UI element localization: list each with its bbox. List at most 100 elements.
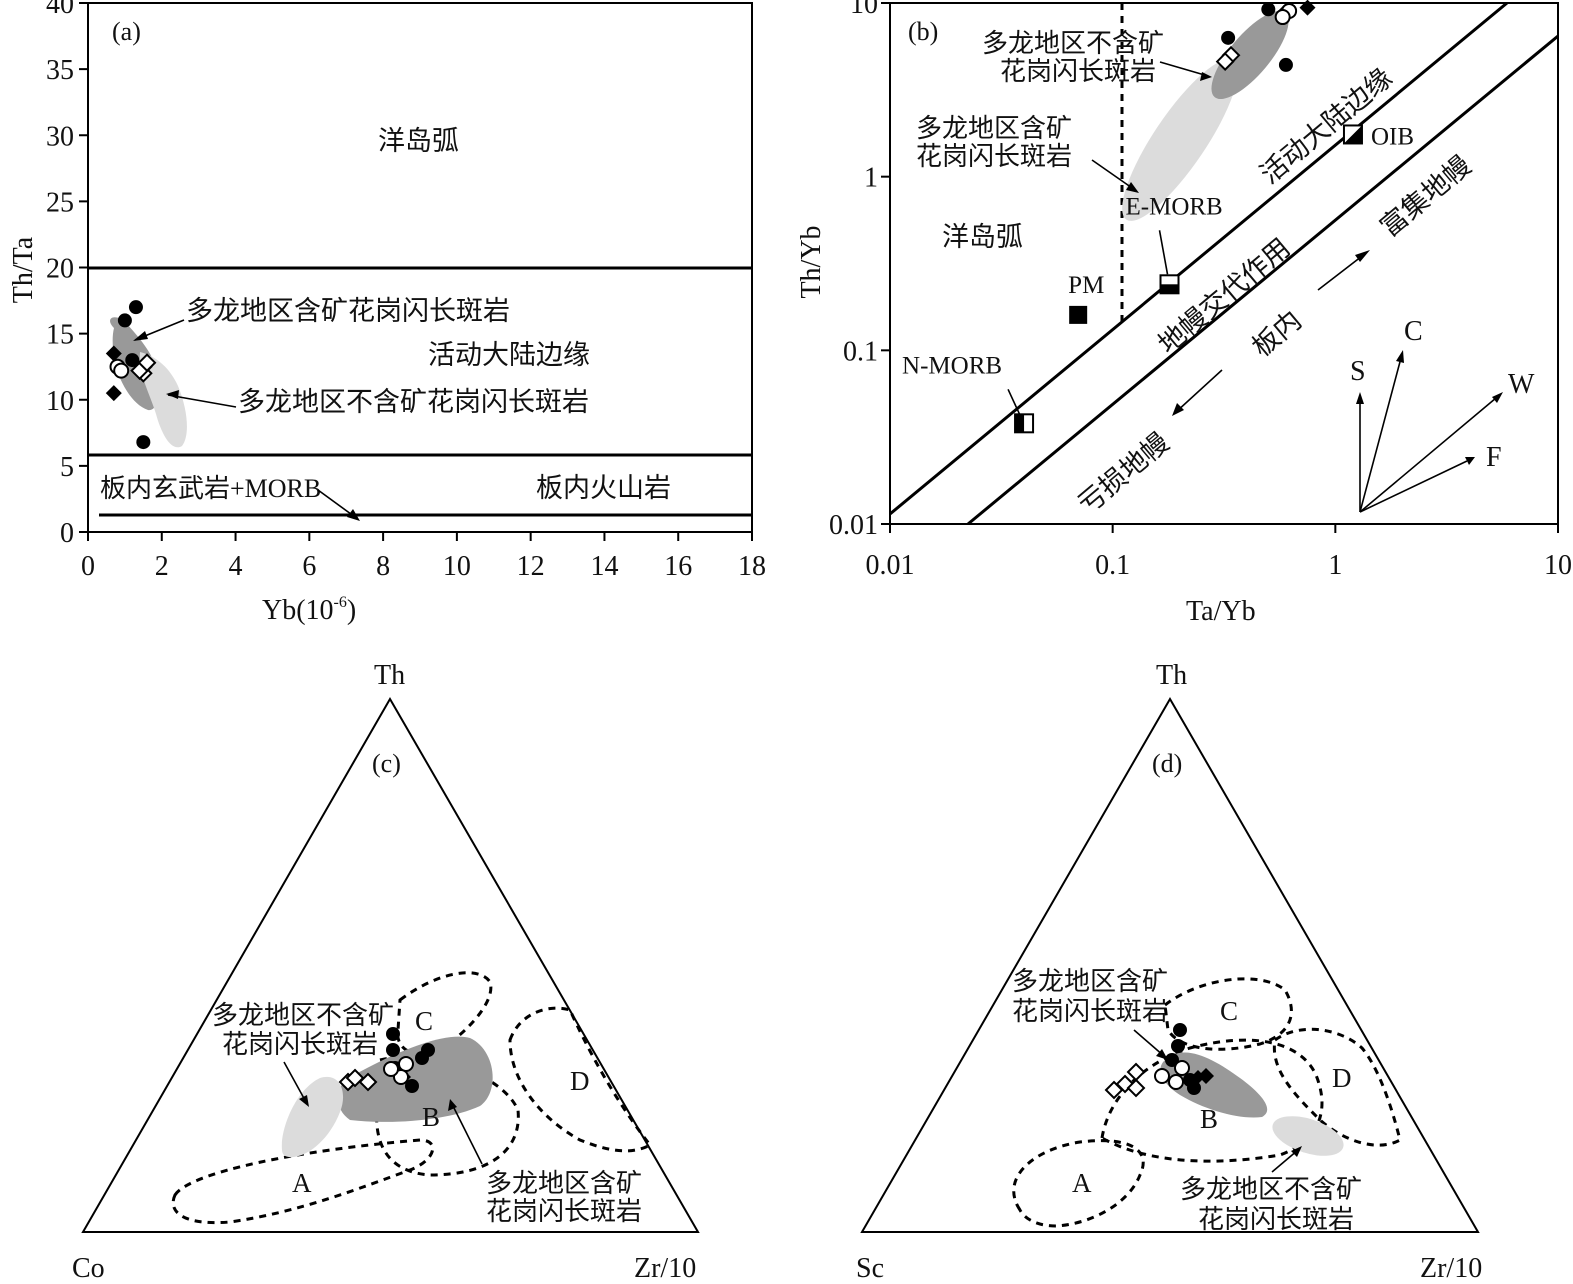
c-filled-circle [386,1043,400,1057]
arrow-line-barren-a [167,394,237,408]
barren-field-d [1272,1116,1344,1156]
d-open-circle [1174,1060,1190,1076]
ref-point-fill [1343,125,1362,144]
ref-label-e-morb: E-MORB [1126,193,1223,220]
mineralized-field-c [338,1036,493,1122]
field-b-outline-d [1100,1038,1324,1163]
data-point-filled-circle [1278,57,1293,72]
y-tick-label-b: 10 [850,0,878,20]
y-tick-label-a: 20 [46,254,74,285]
d-open-diamond [1126,1062,1146,1082]
vector-label-w: W [1508,369,1535,400]
arrow-line-morb-a [317,489,356,518]
annotation-barren-c-line2: 花岗闪长斑岩 [222,1030,378,1059]
annotation-mineralized-c-line2: 花岗闪长斑岩 [486,1197,642,1226]
ref-label-oib: OIB [1371,123,1414,150]
y-axis-label-b: Th/Yb [796,225,827,298]
ref-point-fill [1160,284,1179,294]
arrow-line-mineralized-c [451,1103,483,1165]
ternary-frame-c [81,696,700,1233]
arrow-line-barren-b [1159,61,1209,77]
vector-c [1359,357,1402,513]
field-label-d-c: D [570,1066,590,1096]
data-point-filled-circle [117,313,132,328]
panel-label-d: (d) [1152,749,1182,778]
arrowhead-morb-a [347,509,360,521]
c-open-circle [383,1061,399,1077]
boundary-line-upper-b [890,3,1508,516]
ref-point-fill [1015,414,1025,433]
d-open-diamond [1126,1078,1146,1098]
vector-label-s: S [1350,356,1366,387]
data-point-open-diamond [1215,52,1235,71]
annotation-barren-c-line1: 多龙地区不含矿 [212,1001,394,1030]
data-point-filled-diamond [105,345,122,362]
y-tick-label-a: 10 [46,386,74,417]
annotation-mineralized-b-line2: 花岗闪长斑岩 [916,142,1072,171]
region-enriched-mantle-b: 富集地幔 [1375,150,1477,242]
arrowhead-enriched-b [1355,250,1370,262]
y-axis-label-a: Th/Ta [8,236,39,303]
points-c [338,1027,435,1093]
data-point-filled-diamond [105,385,122,402]
field-label-c-c: C [415,1006,433,1036]
x-tick-label-a: 10 [443,551,471,582]
barren-field-c [281,1076,344,1158]
arrow-line-mineralized-d [1133,1029,1165,1057]
panel-label-a: (a) [112,17,141,46]
field-label-d-d: D [1332,1063,1352,1093]
arrowhead-barren-c [299,1095,309,1107]
c-filled-circle [386,1027,400,1041]
y-tick-label-b: 0.01 [829,510,878,541]
arrowhead-mineralized-c [448,1099,457,1111]
boundary-line-lower-b [967,34,1558,524]
c-open-diamond [358,1072,378,1092]
field-d-outline-d [1272,1027,1402,1147]
annotation-mineralized-d-line1: 多龙地区含矿 [1012,967,1168,996]
annotation-barren-b-line1: 多龙地区不含矿 [982,29,1164,58]
c-filled-circle [405,1079,419,1093]
region-oceanic-arc-a: 洋岛弧 [378,126,459,156]
ref-label-n-morb: N-MORB [902,352,1002,379]
data-point-filled-circle [1221,30,1236,45]
apex-label-top-d: Th [1156,660,1187,691]
y-tick-label-a: 40 [46,0,74,20]
arrowhead-mineralized-d [1156,1049,1168,1060]
region-within-plate-b: 板内 [1247,305,1308,363]
region-wpb-morb-a: 板内玄武岩+MORB [100,474,321,503]
x-tick-label-a: 14 [590,551,618,582]
annotation-mineralized-a: 多龙地区含矿花岗闪长斑岩 [186,296,510,326]
field-label-c-d: C [1220,996,1238,1026]
barren-field-a [139,352,187,448]
data-point-open-circle [1274,9,1291,26]
y-tick-label-a: 15 [46,320,74,351]
data-point-filled-circle [1261,2,1276,17]
y-tick-label-b: 0.1 [843,336,878,367]
d-filled-circle [1173,1023,1187,1037]
x-tick-label-b: 0.1 [1095,550,1130,581]
x-tick-label-b: 0.01 [866,550,915,581]
apex-label-top-c: Th [374,660,405,691]
x-tick-label-a: 16 [664,551,692,582]
region-depleted-mantle-b: 亏损地幔 [1073,427,1175,519]
data-point-filled-diamond [1299,0,1316,16]
barren-field-b [1122,59,1238,221]
x-tick-label-a: 2 [155,551,169,582]
vector-label-f: F [1486,442,1502,473]
annotation-mineralized-b-line1: 多龙地区含矿 [916,114,1072,143]
y-tick-label-a: 0 [60,518,74,549]
y-tick-label-a: 30 [46,121,74,152]
arrowhead-mineralized-a [133,331,148,341]
d-open-circle [1154,1068,1170,1084]
region-oceanic-arc-b: 洋岛弧 [942,222,1023,252]
plot-frame-b [889,2,1559,525]
ref-leader-n-morb [1007,388,1021,416]
apex-label-left-c: Co [72,1253,105,1284]
ternary-frame-d [860,697,1480,1233]
field-a-outline-d [1012,1139,1145,1228]
d-filled-circle [1171,1039,1185,1053]
d-filled-diamond [1191,1070,1205,1084]
ref-point-pm [1069,305,1088,324]
x-tick-label-a: 18 [738,551,766,582]
